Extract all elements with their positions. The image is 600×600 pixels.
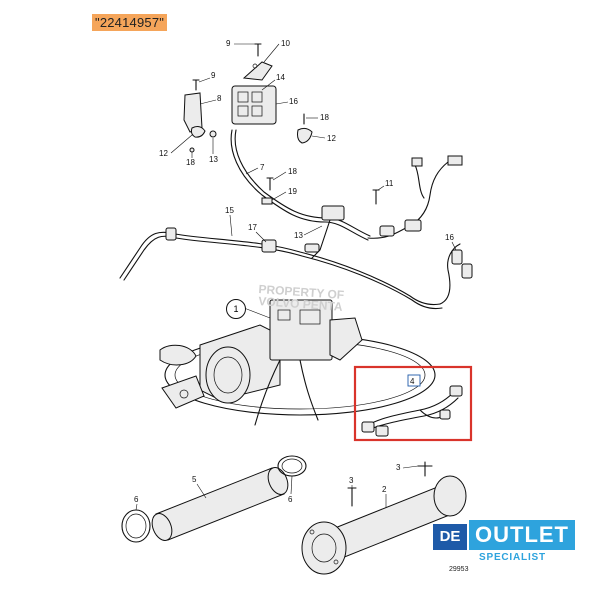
- connector-right-top: [447, 155, 463, 166]
- duct-5: [155, 467, 285, 541]
- cable-down-right: [299, 359, 319, 421]
- deoutlet-logo: DE OUTLET SPECIALIST: [433, 520, 575, 570]
- logo-specialist-text: SPECIALIST: [479, 552, 546, 563]
- callout-4: 4: [410, 377, 415, 386]
- connector-16b: [461, 263, 473, 279]
- connector-4-right: [449, 385, 463, 397]
- connector-13: [304, 243, 320, 253]
- connector-16a: [451, 249, 463, 265]
- callout-14: 14: [276, 73, 285, 82]
- callout-9-top: 9: [226, 39, 231, 48]
- clamp-17: [261, 239, 277, 253]
- callout-3-lower: 3: [349, 476, 354, 485]
- callout-18-centre: 18: [288, 167, 297, 176]
- callout-2: 2: [382, 485, 387, 494]
- callout-6-left: 6: [134, 495, 139, 504]
- callout-19: 19: [288, 187, 297, 196]
- callout-15: 15: [225, 206, 234, 215]
- callout-10: 10: [281, 39, 290, 48]
- connector-right-low: [379, 225, 395, 237]
- callout-box-4: [407, 374, 421, 387]
- bolt-3-upper: [417, 461, 433, 477]
- drawing-number: 29953: [449, 566, 469, 573]
- callout-7: 7: [260, 163, 265, 172]
- callout-11: 11: [385, 179, 394, 188]
- callout-3-upper: 3: [396, 463, 401, 472]
- logo-outlet-text: OUTLET: [469, 520, 575, 550]
- callout-12-right: 12: [327, 134, 336, 143]
- pipe-assembly: [301, 461, 467, 575]
- callout-16-right: 16: [445, 233, 454, 242]
- callout-1-circle: 1: [226, 299, 246, 319]
- duct-assembly: [121, 455, 307, 543]
- harness-branch-upper: [414, 164, 425, 199]
- callout-13-left: 13: [209, 155, 218, 164]
- connector-right-upper: [411, 157, 423, 167]
- callout-9-left: 9: [211, 71, 216, 80]
- callout-17: 17: [248, 223, 257, 232]
- bolt-3-lower: [347, 487, 357, 507]
- callout-18-right: 18: [320, 113, 329, 122]
- bolt-9-top: [254, 43, 262, 57]
- connector-right-mid: [404, 219, 422, 232]
- highlight-box: [353, 365, 473, 442]
- callout-5: 5: [192, 475, 197, 484]
- screw-18-left: [189, 147, 195, 153]
- wiring-harness-7: [230, 129, 369, 241]
- highlight-item-4: [353, 365, 473, 442]
- flange-2-left: [301, 521, 347, 575]
- flange-left: [161, 375, 205, 409]
- flange-2-right: [433, 475, 467, 517]
- bracket-10: [242, 61, 273, 81]
- plate-8: [183, 92, 203, 133]
- heater-outlet: [205, 346, 251, 404]
- relay-block-14: [231, 85, 277, 125]
- heater-unit-assembly: [159, 299, 436, 426]
- grommet-12-left: [190, 126, 206, 138]
- bolt-11: [372, 189, 380, 205]
- callout-12-left: 12: [159, 149, 168, 158]
- part-number-label: "22414957": [92, 14, 168, 31]
- cable-16-branch: [439, 243, 461, 305]
- side-outlet: [329, 317, 363, 361]
- logo-de-badge: DE: [433, 524, 467, 550]
- bolt-18-centre: [266, 177, 274, 191]
- upper-harness-assembly: [119, 43, 473, 310]
- clip-19: [261, 197, 273, 205]
- hose-clamp-left: [159, 344, 197, 366]
- cable-15: [119, 231, 441, 306]
- harness-4-upper: [367, 391, 455, 426]
- connector-block-centre: [321, 205, 345, 221]
- callout-labels: 9 10 9 14 8 16 18 12 12 18 13 7 18: [134, 39, 457, 511]
- grommet-12-right: [297, 127, 313, 144]
- callout-8: 8: [217, 94, 222, 103]
- callout-18-left: 18: [186, 158, 195, 167]
- callout-13-centre: 13: [294, 231, 303, 240]
- callout-6-right: 6: [288, 495, 293, 504]
- watermark-text: PROPERTY OF VOLVO PENTA: [257, 282, 345, 314]
- connector-4-left: [361, 421, 375, 433]
- nut-13-left: [209, 130, 217, 138]
- bolt-9-left: [192, 79, 200, 91]
- cable-down-left: [254, 359, 281, 426]
- clamp-15: [165, 227, 177, 241]
- callout-16-top: 16: [289, 97, 298, 106]
